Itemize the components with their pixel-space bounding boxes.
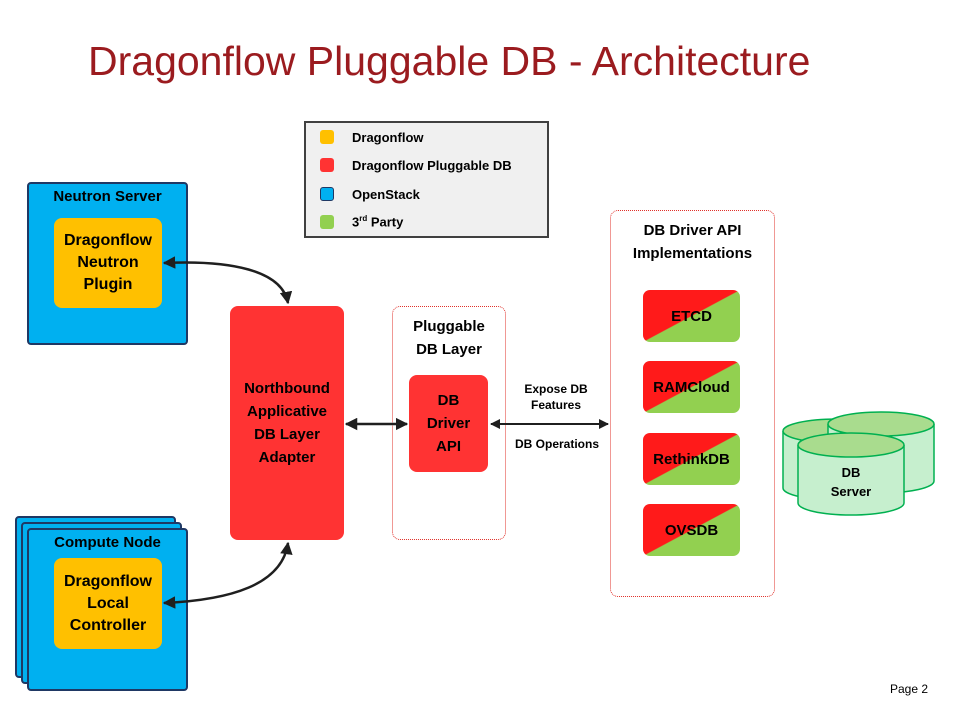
legend-swatch-green <box>320 215 334 229</box>
page-number: Page 2 <box>890 682 929 696</box>
legend-item-third-party: 3rd Party <box>320 212 403 232</box>
db-server-cylinders <box>782 411 935 516</box>
expose-db-features-label: Expose DB Features <box>524 382 588 412</box>
northbound-db-adapter: Northbound Applicative DB Layer Adapter <box>230 306 344 540</box>
impl-ovsdb: OVSDB <box>643 504 740 556</box>
page-title: Dragonflow Pluggable DB - Architecture <box>88 38 811 84</box>
dragonflow-local-controller: Dragonflow Local Controller <box>54 558 162 649</box>
impl-ramcloud: RAMCloud <box>643 361 740 413</box>
db-server-label: DB Server <box>830 465 872 499</box>
pluggable-layer-title: Pluggable DB Layer <box>413 318 485 358</box>
legend-item-openstack: OpenStack <box>320 184 420 204</box>
plugin-to-adapter-arrow <box>162 256 293 305</box>
legend: Dragonflow Dragonflow Pluggable DB OpenS… <box>304 121 549 238</box>
legend-swatch-red <box>320 158 334 172</box>
compute-node-title: Compute Node <box>54 534 161 551</box>
db-operations-label: DB Operations <box>514 437 599 451</box>
legend-swatch-orange <box>320 130 334 144</box>
legend-swatch-blue <box>320 187 334 201</box>
legend-item-dragonflow: Dragonflow <box>320 127 424 147</box>
db-driver-api: DB Driver API <box>409 375 488 472</box>
controller-to-adapter-arrow <box>162 541 293 609</box>
dragonflow-neutron-plugin: Dragonflow Neutron Plugin <box>54 218 162 308</box>
legend-item-pluggable-db: Dragonflow Pluggable DB <box>320 155 512 175</box>
impl-rethinkdb: RethinkDB <box>643 433 740 485</box>
impl-etcd: ETCD <box>643 290 740 342</box>
implementations-title: DB Driver API Implementations <box>632 222 753 262</box>
neutron-server-title: Neutron Server <box>53 188 162 205</box>
